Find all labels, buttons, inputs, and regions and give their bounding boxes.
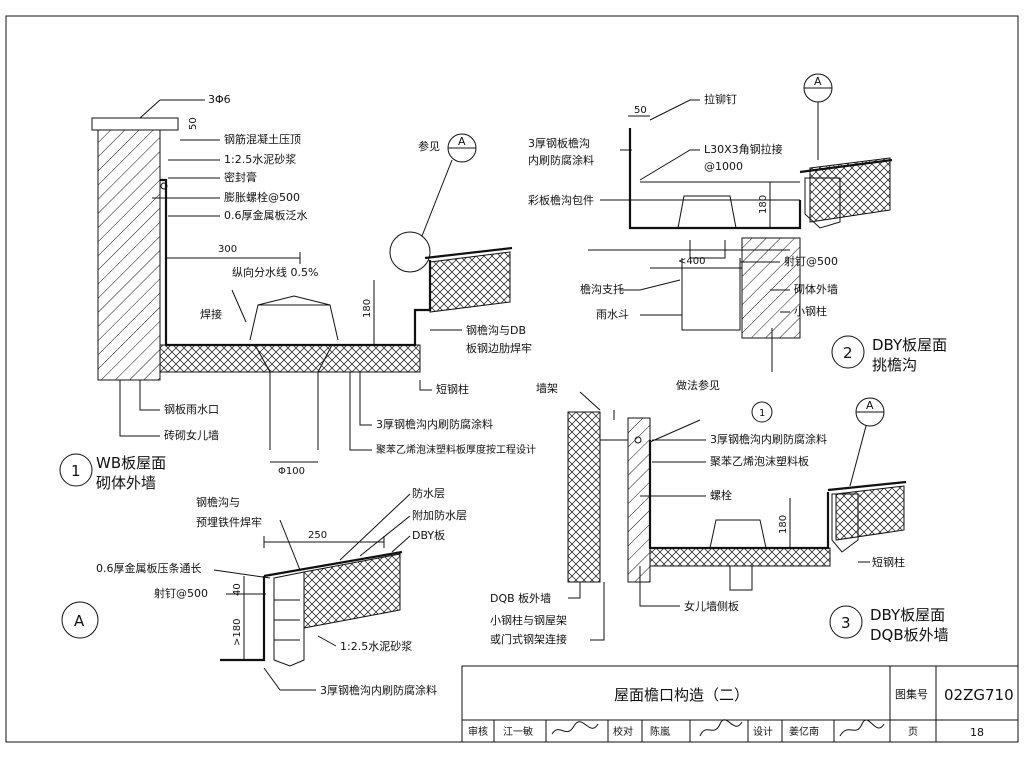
d2-title-2: 挑檐沟 <box>872 356 917 374</box>
detail-3 <box>567 391 907 641</box>
d1-slope: 纵向分水线 0.5% <box>232 265 318 279</box>
da-dim-180: >180 <box>232 619 243 646</box>
d3-ref: 做法参见 <box>676 378 720 392</box>
designer-signature <box>839 719 885 737</box>
d3-conn-2: 或门式钢架连接 <box>490 632 567 646</box>
detail-2 <box>588 73 893 372</box>
da-waterproof: 防水层 <box>412 486 445 500</box>
d1-parapet: 砖砌女儿墙 <box>164 428 219 442</box>
d2-wrap: 彩板檐沟包件 <box>528 193 594 207</box>
design-label: 设计 <box>753 725 773 738</box>
d1-mortar: 1:2.5水泥砂浆 <box>224 152 296 166</box>
d3-ref-mark: A <box>866 399 874 412</box>
d1-sealant: 密封膏 <box>224 170 257 184</box>
d1-dim-50: 50 <box>188 117 199 130</box>
d2-num: 2 <box>843 344 853 362</box>
d1-flashing: 0.6厚金属板泛水 <box>224 208 308 222</box>
d1-title-2: 砌体外墙 <box>96 474 156 492</box>
d1-dia: Φ100 <box>278 466 305 477</box>
d1-gutter: 3厚钢檐沟内刷防腐涂料 <box>376 417 493 431</box>
d1-foam: 聚苯乙烯泡沫塑料板厚度按工程设计 <box>376 443 536 456</box>
da-gutter-weld-2: 预埋铁件焊牢 <box>196 515 262 529</box>
d1-bolt: 膨胀螺栓@500 <box>224 190 300 204</box>
d3-conn-1: 小钢柱与钢屋架 <box>490 613 567 627</box>
d2-angle: L30X3角钢拉接 <box>704 142 783 156</box>
masonry-wall <box>741 237 801 339</box>
atlas-number: 02ZG710 <box>944 686 1014 704</box>
d1-outlet: 钢板雨水口 <box>164 402 219 416</box>
d1-dim-180: 180 <box>362 299 373 318</box>
check-label: 校对 <box>613 725 633 738</box>
checker-name: 陈嵐 <box>650 725 670 738</box>
d1-gutter-weld: 钢檐沟与DB <box>466 323 526 337</box>
sheet-title: 屋面檐口构造（二） <box>614 686 749 704</box>
d2-dim-180: 180 <box>758 195 769 214</box>
d2-downpipe: 雨水斗 <box>596 308 629 321</box>
d2-dim-50: 50 <box>634 105 647 116</box>
d1-title-1: WB板屋面 <box>96 454 166 472</box>
d1-coping: 钢筋混凝土压顶 <box>224 132 301 146</box>
checker-signature <box>699 719 743 737</box>
d1-ref: 参见 <box>418 139 440 153</box>
coping <box>91 117 179 131</box>
d3-num: 3 <box>841 614 851 632</box>
d3-wall: DQB 板外墙 <box>490 591 551 605</box>
da-strip: 0.6厚金属板压条通长 <box>96 561 202 575</box>
d2-small-col: 小钢柱 <box>794 304 827 318</box>
d1-num: 1 <box>71 462 81 480</box>
da-num: A <box>74 612 85 630</box>
d2-title-1: DBY板屋面 <box>872 336 947 354</box>
d2-gutter-1: 3厚钢板檐沟 <box>528 136 590 150</box>
d1-rebar: 3Φ6 <box>208 93 231 106</box>
d1-gutter-weld-2: 板钢边肋焊牢 <box>466 341 532 355</box>
da-gutter-weld-1: 钢檐沟与 <box>196 495 240 509</box>
d1-dim-300: 300 <box>218 244 237 255</box>
d2-nail: 射钉@500 <box>784 254 838 268</box>
d2-dim-400: <400 <box>678 256 705 267</box>
d2-rivet: 拉铆钉 <box>704 92 737 106</box>
d3-foam: 聚苯乙烯泡沫塑料板 <box>710 454 809 468</box>
d2-ref-mark: A <box>814 75 822 88</box>
detail-1 <box>59 99 513 487</box>
d2-spacing: @1000 <box>704 160 743 173</box>
d3-short-col: 短钢柱 <box>872 555 905 569</box>
page-label: 页 <box>908 726 918 738</box>
designer-name: 姜亿南 <box>789 725 819 738</box>
d3-gutter: 3厚钢檐沟内刷防腐涂料 <box>710 432 827 446</box>
da-mortar: 1:2.5水泥砂浆 <box>340 639 412 653</box>
da-dim-250: 250 <box>308 530 327 541</box>
page-number: 18 <box>970 726 984 739</box>
d2-support: 檐沟支托 <box>580 282 624 296</box>
d2-gutter-2: 内刷防腐涂料 <box>528 153 594 167</box>
d3-title-1: DBY板屋面 <box>870 606 945 624</box>
d2-masonry: 砌体外墙 <box>794 282 838 296</box>
d3-ref-mark-top: 1 <box>759 408 765 419</box>
d3-title-2: DQB板外墙 <box>870 626 949 644</box>
da-add-waterproof: 附加防水层 <box>412 508 467 522</box>
da-gutter: 3厚钢檐沟内刷防腐涂料 <box>320 683 437 697</box>
reviewer-name: 江一敏 <box>503 725 533 738</box>
da-dby: DBY板 <box>412 528 445 542</box>
da-nail: 射钉@500 <box>154 586 208 600</box>
d3-dim-180: 180 <box>778 515 789 534</box>
dqb-wall <box>567 411 601 583</box>
reviewer-signature <box>551 721 599 735</box>
detail-a <box>61 493 411 691</box>
d3-side: 女儿墙侧板 <box>684 599 739 613</box>
d1-short-col: 短钢柱 <box>436 382 469 396</box>
da-dim-40: 40 <box>232 583 243 596</box>
d3-bolt: 螺栓 <box>710 488 732 502</box>
title-block <box>461 665 1019 743</box>
d1-ref-mark: A <box>458 135 466 148</box>
review-label: 审核 <box>468 725 488 738</box>
brick-parapet <box>97 129 161 381</box>
atlas-label: 图集号 <box>895 687 928 701</box>
d1-weld: 焊接 <box>200 307 222 321</box>
d3-frame: 墙架 <box>536 381 558 395</box>
